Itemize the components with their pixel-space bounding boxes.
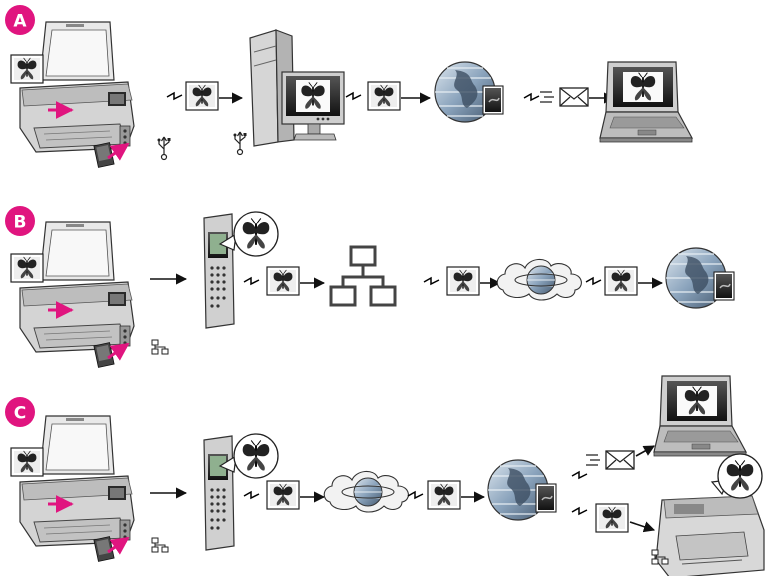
network-icon (329, 245, 397, 307)
recipient-printer-icon (656, 454, 764, 576)
network-icon (151, 537, 169, 553)
source-photo (11, 254, 43, 282)
network-icon (151, 339, 169, 355)
photo-card (447, 267, 479, 295)
source-photo (11, 55, 43, 83)
row-b: B (5, 206, 735, 367)
globe-icon (665, 247, 735, 309)
photo-card (605, 267, 637, 295)
printer-icon (20, 22, 134, 167)
photo-card (267, 267, 299, 295)
cloud-icon (496, 258, 582, 301)
transfer-step (571, 507, 588, 515)
usb-icon (156, 136, 172, 161)
svg-text:A: A (13, 12, 27, 32)
printer-icon (20, 222, 134, 367)
globe-icon (434, 61, 504, 123)
row-a: A (5, 5, 692, 167)
badge-b: B (5, 206, 35, 236)
transfer-step (243, 491, 260, 499)
computer-icon (250, 30, 344, 146)
printer-icon (20, 416, 134, 561)
photo-card (368, 82, 400, 110)
transfer-step (571, 471, 588, 479)
transfer-step (585, 277, 602, 285)
cloud-icon (323, 470, 409, 513)
transfer-step (407, 491, 424, 499)
transfer-step (243, 277, 260, 285)
laptop-icon (600, 62, 692, 142)
email-icon (585, 450, 635, 470)
email-icon (539, 87, 589, 107)
badge-a: A (5, 5, 35, 35)
transfer-step (523, 93, 540, 101)
photo-card (267, 481, 299, 509)
photo-card (186, 82, 218, 110)
flow-arrow (629, 521, 656, 533)
transfer-step (345, 92, 362, 100)
usb-icon (232, 131, 248, 156)
transfer-step (423, 277, 440, 285)
laptop-icon (654, 376, 746, 456)
photo-card (596, 504, 628, 532)
source-photo (11, 448, 43, 476)
transfer-step (166, 92, 183, 100)
badge-c: C (5, 397, 35, 427)
photo-card (428, 481, 460, 509)
flow-arrow (635, 445, 655, 457)
svg-text:B: B (14, 213, 27, 233)
row-c: C (5, 376, 764, 576)
svg-text:C: C (14, 404, 26, 424)
globe-icon (487, 459, 557, 521)
